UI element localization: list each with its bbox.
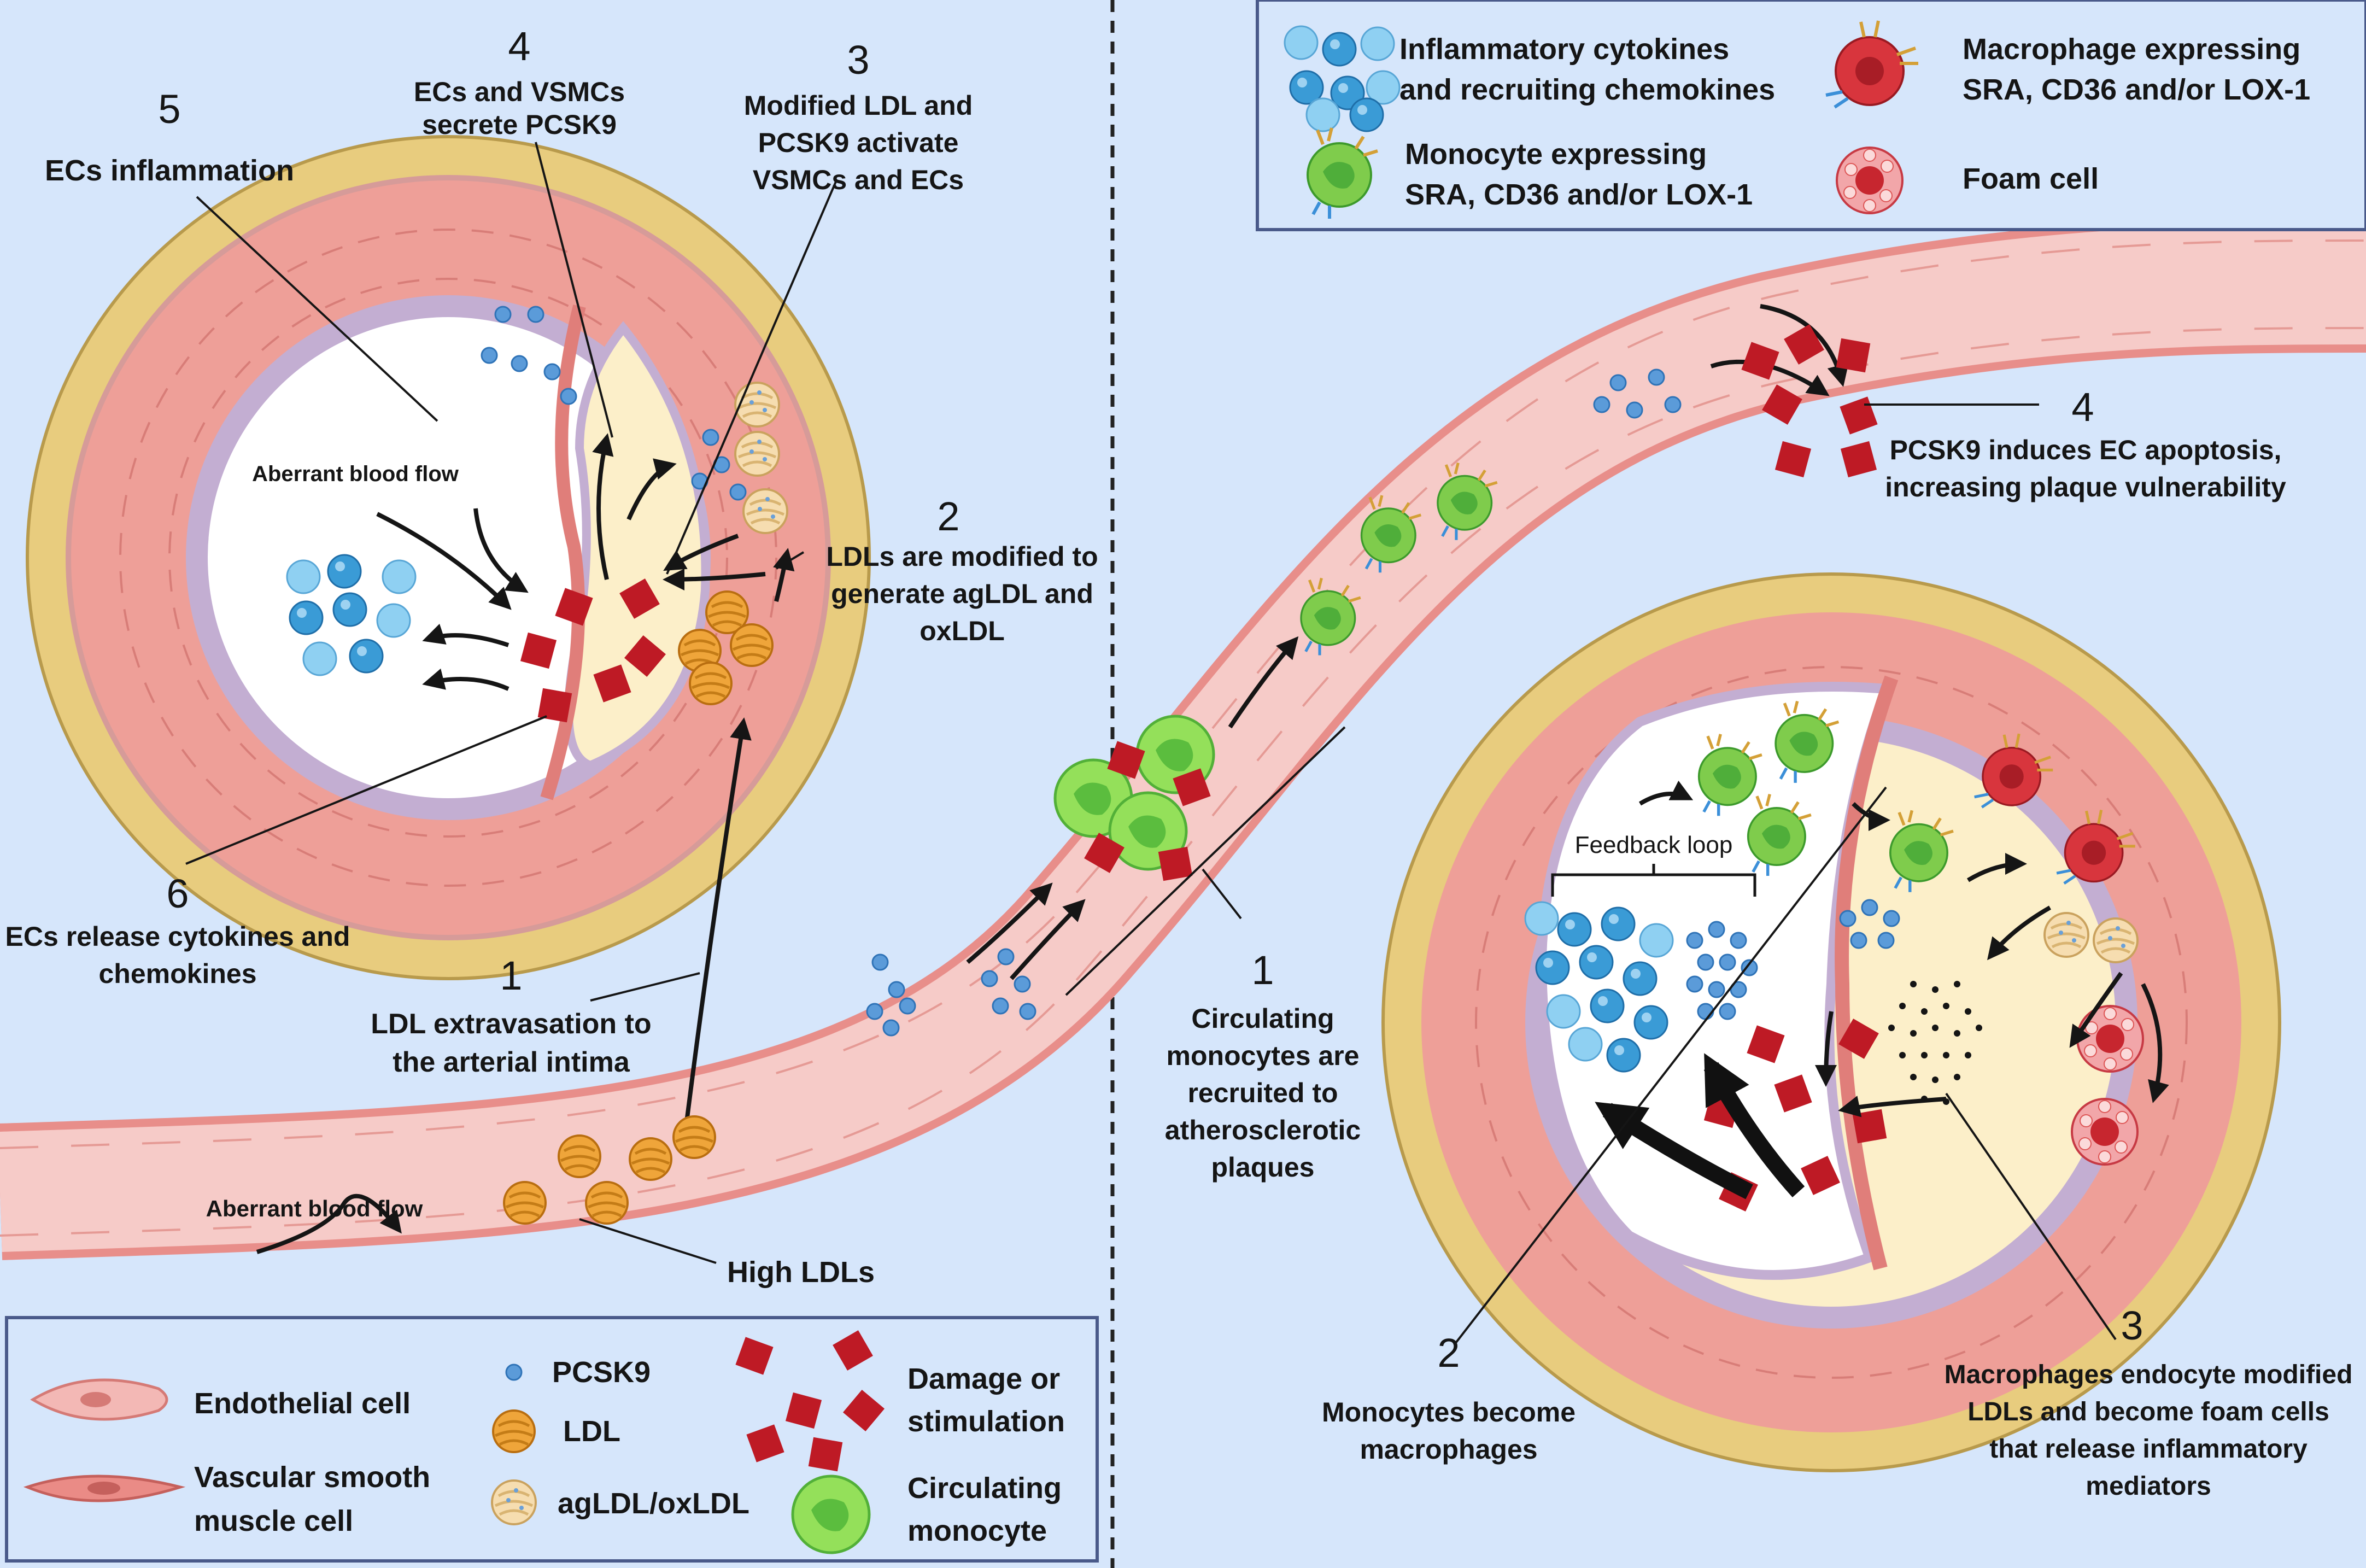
legend-top-foam-cell: Foam cell	[1963, 162, 2099, 195]
right-step-2-line-2: macrophages	[1360, 1434, 1537, 1465]
legend-bottom	[5, 1316, 1099, 1563]
left-step-5-number: 5	[158, 86, 180, 132]
left-step-4-line-2: secrete PCSK9	[422, 109, 617, 140]
right-step-2-line-1: Monocytes become	[1322, 1397, 1576, 1427]
right-step-4-line-2: increasing plaque vulnerability	[1885, 472, 2286, 502]
left-step-3-number: 3	[847, 37, 869, 83]
right-step-2-number: 2	[1437, 1330, 1460, 1376]
right-step-1-line-1: Circulating	[1191, 1003, 1334, 1034]
legend-vsmc-line-2: muscle cell	[194, 1505, 353, 1537]
right-step-1-line-4: atherosclerotic	[1165, 1115, 1361, 1145]
feedback-loop-label: Feedback loop	[1575, 832, 1733, 858]
left-step-1-line-2: the arterial intima	[393, 1046, 630, 1078]
legend-pcsk9: PCSK9	[552, 1356, 651, 1389]
vessel-aberrant-flow-label: Aberrant blood flow	[206, 1196, 423, 1221]
left-aberrant-flow-label: Aberrant blood flow	[252, 462, 459, 486]
right-feedback-bracket	[1551, 864, 1756, 897]
legend-top-monocyte-line-1: Monocyte expressing	[1405, 138, 1707, 171]
left-step-3-line-1: Modified LDL and	[744, 90, 973, 121]
right-leader-lines	[1453, 786, 2117, 1346]
right-step-1-line-2: monocytes are	[1167, 1040, 1360, 1071]
legend-circulating-monocyte-line-1: Circulating	[907, 1472, 1062, 1505]
right-step-3-line-1: Macrophages endocyte modified	[1945, 1360, 2353, 1389]
legend-endothelial-cell: Endothelial cell	[194, 1387, 411, 1420]
left-step-2-line-2: generate agLDL and	[831, 578, 1093, 609]
left-step-2-line-1: LDLs are modified to	[826, 541, 1098, 572]
legend-top-cytokines-line-1: Inflammatory cytokines	[1399, 33, 1729, 66]
right-step-4-number: 4	[2071, 384, 2094, 430]
left-leader-lines	[185, 142, 838, 1264]
right-step-1-number: 1	[1251, 947, 1274, 993]
left-step-4-line-1: ECs and VSMCs	[414, 77, 625, 107]
left-step-1-line-1: LDL extravasation to	[371, 1008, 651, 1040]
left-step-6-line-1: ECs release cytokines and	[5, 921, 350, 952]
legend-top-cytokines-line-2: and recruiting chemokines	[1399, 73, 1775, 106]
pcsk9-icon	[505, 1364, 523, 1381]
leader-right-step-1	[1202, 868, 1242, 920]
foam-cell-icon	[1836, 147, 1904, 214]
legend-agldl-oxldl: agLDL/oxLDL	[558, 1487, 749, 1520]
legend-damage-line-2: stimulation	[907, 1405, 1065, 1438]
right-step-3-line-4: mediators	[2086, 1472, 2211, 1501]
agldl-oxldl-icon	[492, 1481, 536, 1524]
left-step-3-line-2: PCSK9 activate	[758, 127, 959, 158]
legend-top-macrophage-line-1: Macrophage expressing	[1963, 33, 2300, 66]
vsmc-icon	[23, 1475, 186, 1502]
left-step-4-number: 4	[508, 24, 530, 69]
left-step-2-number: 2	[937, 494, 959, 539]
legend-top-macrophage-line-2: SRA, CD36 and/or LOX-1	[1963, 73, 2310, 106]
legend-top-monocyte-line-2: SRA, CD36 and/or LOX-1	[1405, 178, 1753, 211]
left-step-2-line-3: oxLDL	[920, 616, 1005, 646]
left-step-5-line-1: ECs inflammation	[45, 154, 294, 187]
right-step-3-line-3: that release inflammatory	[1989, 1435, 2308, 1464]
left-step-3-line-3: VSMCs and ECs	[753, 165, 964, 195]
legend-damage-line-1: Damage or	[907, 1362, 1060, 1395]
left-step-6-number: 6	[166, 871, 189, 916]
legend-vsmc-line-1: Vascular smooth	[194, 1461, 430, 1494]
text-labels: 5 4 3 2 6 1 ECs inflammation ECs and VSM…	[5, 24, 2353, 1547]
legend-circulating-monocyte-line-2: monocyte	[907, 1514, 1047, 1547]
ldl-icon	[493, 1411, 535, 1452]
left-step-6-line-2: chemokines	[98, 958, 256, 989]
left-step-1-number: 1	[500, 953, 522, 998]
right-step-3-number: 3	[2121, 1303, 2143, 1348]
vessel-bracket	[1065, 726, 1346, 996]
right-arrows	[1638, 780, 2169, 1118]
endothelial-cell-icon	[30, 1378, 168, 1421]
left-artery-cross-section	[26, 135, 871, 980]
circulating-monocyte-icon	[793, 1476, 869, 1553]
high-ldls-label: High LDLs	[727, 1256, 875, 1289]
legend-top	[1256, 0, 2366, 231]
right-step-1-line-5: plaques	[1211, 1152, 1315, 1183]
legend-ldl: LDL	[563, 1415, 620, 1448]
right-step-3-line-2: LDLs and become foam cells	[1967, 1397, 2329, 1426]
right-step-4-line-1: PCSK9 induces EC apoptosis,	[1890, 435, 2282, 465]
right-step-1-line-3: recruited to	[1187, 1078, 1338, 1108]
left-panel-arrows	[256, 433, 795, 1254]
right-plaque-dots	[1888, 981, 1982, 1105]
